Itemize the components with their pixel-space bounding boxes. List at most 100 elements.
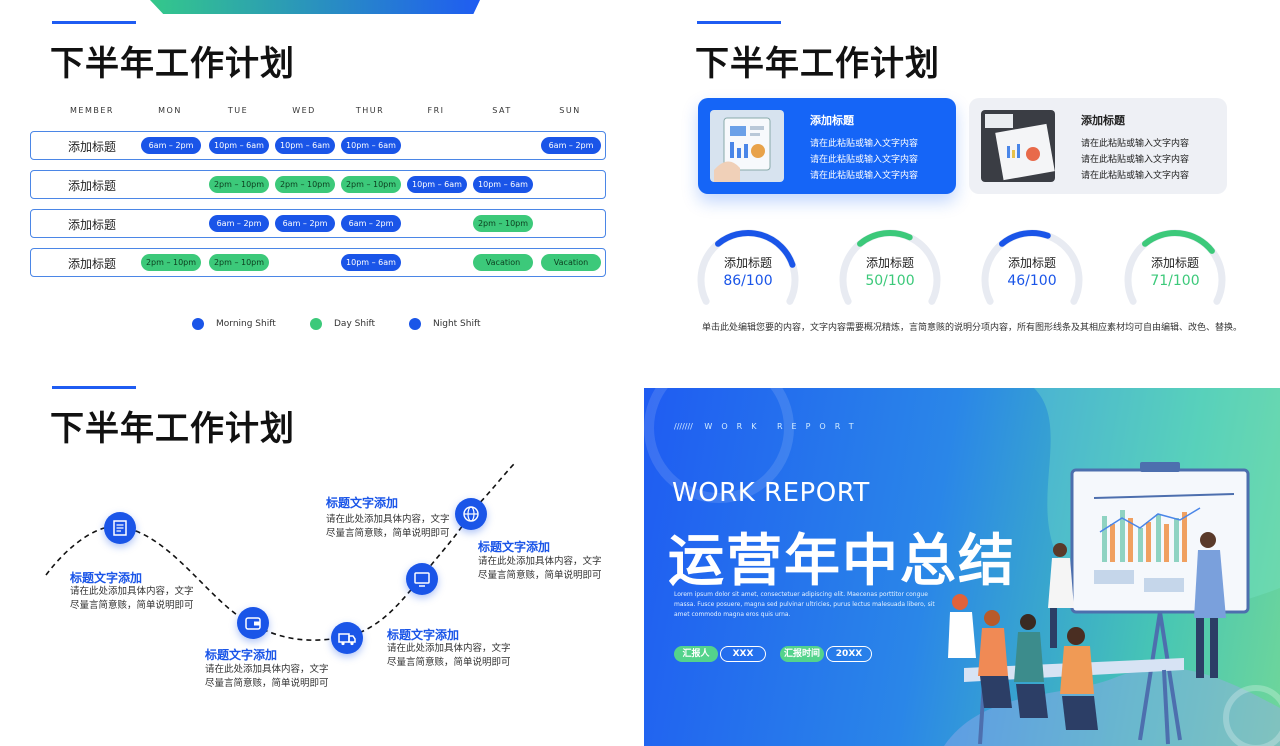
shift-pill[interactable]: 2pm – 10pm — [209, 176, 269, 193]
slash-decoration: /////// — [674, 422, 693, 431]
row-label: 添加标题 — [67, 257, 116, 271]
document-icon — [113, 520, 127, 536]
row-label: 添加标题 — [67, 179, 116, 193]
timeline-slide: 下半年工作计划 标题文字添加 请在此处添加具体内容，文字 尽量言简意赅，简单说明… — [0, 373, 640, 746]
legend-label: Morning Shift — [216, 319, 276, 329]
gauge-fill — [1142, 230, 1215, 254]
day-header-wed: WED — [292, 106, 316, 115]
title-accent-bar — [52, 386, 136, 389]
shift-pill[interactable]: Vacation — [541, 254, 601, 271]
small-label-text: WORK REPORT — [704, 422, 863, 431]
globe-icon — [463, 506, 479, 522]
lorem-paragraph: Lorem ipsum dolor sit amet, consectetuer… — [674, 591, 935, 618]
time-value: 20XX — [826, 646, 872, 662]
timeline-node-3[interactable] — [331, 622, 363, 654]
truck-icon — [338, 633, 356, 646]
page-title: 下半年工作计划 — [50, 409, 295, 449]
timeline-node-2[interactable] — [237, 607, 269, 639]
card-text: 请在此粘贴或输入文字内容 — [1081, 155, 1190, 165]
gauge-title: 添加标题 — [723, 256, 772, 270]
day-header-mon: MON — [158, 106, 182, 115]
timeline-text: 请在此处添加具体内容，文字 — [205, 664, 329, 675]
title-accent-bar — [52, 21, 136, 24]
shift-pill[interactable]: 6am – 2pm — [141, 137, 201, 154]
gauge-title: 添加标题 — [865, 256, 914, 270]
gauge-fill — [715, 230, 796, 268]
title-accent-bar — [697, 21, 781, 24]
timeline-node-4[interactable] — [406, 563, 438, 595]
timeline-text: 请在此处添加具体内容，文字 — [478, 556, 602, 567]
card-text: 请在此粘贴或输入文字内容 — [810, 155, 919, 165]
shift-pill[interactable]: 2pm – 10pm — [275, 176, 335, 193]
card-title: 添加标题 — [1081, 114, 1125, 127]
shift-pill[interactable]: 10pm – 6am — [473, 176, 533, 193]
time-label: 汇报时间 — [780, 646, 824, 662]
row-label: 添加标题 — [67, 218, 116, 232]
reporter-value: XXX — [720, 646, 766, 662]
card-title: 添加标题 — [810, 114, 854, 127]
timeline-title: 标题文字添加 — [478, 540, 551, 554]
progress-slide: 下半年工作计划 添加标题 请在此粘贴或输入文字内容 请在此粘贴或输入文字内容 请… — [640, 0, 1280, 373]
schedule-row[interactable]: 添加标题 2pm – 10pm 2pm – 10pm 10pm – 6am Vacati… — [30, 248, 606, 277]
shift-pill[interactable]: 2pm – 10pm — [341, 176, 401, 193]
timeline-text: 尽量言简意赅，简单说明即可 — [70, 600, 194, 611]
info-card-1[interactable]: 添加标题 请在此粘贴或输入文字内容 请在此粘贴或输入文字内容 请在此粘贴或输入文… — [698, 98, 956, 194]
tablet-chart-image — [710, 110, 784, 182]
day-header-sat: SAT — [492, 106, 512, 115]
english-title: WORK REPORT — [672, 478, 870, 508]
gauge-value: 46/100 — [1007, 273, 1057, 289]
legend-dot — [310, 318, 322, 330]
timeline-text: 请在此处添加具体内容，文字 — [387, 643, 511, 654]
timeline-text: 尽量言简意赅，简单说明即可 — [326, 528, 450, 539]
legend-dot — [192, 318, 204, 330]
monitor-icon — [414, 572, 430, 587]
schedule-row[interactable]: 添加标题 6am – 2pm 6am – 2pm 6am – 2pm 2pm – 10p… — [30, 209, 606, 238]
shift-pill[interactable]: 10pm – 6am — [341, 254, 401, 271]
gauge-value: 50/100 — [865, 273, 915, 289]
shift-pill[interactable]: 2pm – 10pm — [209, 254, 269, 271]
gauge-fill — [999, 230, 1051, 247]
timeline-title: 标题文字添加 — [70, 571, 143, 585]
page-title: 下半年工作计划 — [50, 44, 295, 84]
day-header-fri: FRI — [427, 106, 445, 115]
reporter-label: 汇报人 — [674, 646, 718, 662]
top-accent-shape — [150, 0, 480, 14]
shift-pill[interactable]: 10pm – 6am — [341, 137, 401, 154]
timeline-text: 尽量言简意赅，简单说明即可 — [387, 657, 511, 668]
meeting-illustration — [948, 462, 1250, 745]
shift-pill[interactable]: 6am – 2pm — [275, 215, 335, 232]
shift-pill[interactable]: 6am – 2pm — [341, 215, 401, 232]
info-card-2[interactable]: 添加标题 请在此粘贴或输入文字内容 请在此粘贴或输入文字内容 请在此粘贴或输入文… — [969, 98, 1227, 194]
shift-pill[interactable]: 10pm – 6am — [209, 137, 269, 154]
card-text: 请在此粘贴或输入文字内容 — [810, 171, 919, 181]
gauge-title: 添加标题 — [1007, 256, 1056, 270]
legend-label: Day Shift — [334, 319, 376, 329]
gauge-rings — [697, 229, 1226, 305]
timeline-title: 标题文字添加 — [387, 628, 460, 642]
schedule-row[interactable]: 添加标题 2pm – 10pm 2pm – 10pm 2pm – 10pm 10pm –… — [30, 170, 606, 199]
shift-pill[interactable]: 2pm – 10pm — [141, 254, 201, 271]
gauge-value: 86/100 — [723, 273, 773, 289]
cover-slide: /////// WORK REPORT WORK REPORT 运营年中总结 L… — [644, 388, 1280, 746]
gauge-fill — [857, 230, 913, 247]
timeline-node-5[interactable] — [455, 498, 487, 530]
shift-pill[interactable]: 10pm – 6am — [407, 176, 467, 193]
card-text: 请在此粘贴或输入文字内容 — [1081, 139, 1190, 149]
day-header-tue: TUE — [227, 106, 249, 115]
documents-chart-image — [981, 110, 1055, 182]
day-header-sun: SUN — [559, 106, 581, 115]
page-title: 下半年工作计划 — [695, 44, 940, 84]
gauge-title: 添加标题 — [1150, 256, 1199, 270]
timeline-node-1[interactable] — [104, 512, 136, 544]
timeline-title: 标题文字添加 — [326, 496, 399, 510]
shift-pill[interactable]: 6am – 2pm — [209, 215, 269, 232]
shift-pill[interactable]: Vacation — [473, 254, 533, 271]
shift-pill[interactable]: 2pm – 10pm — [473, 215, 533, 232]
gauge-description: 单击此处编辑您要的内容，文字内容需要概况精炼，言简意赅的说明分项内容，所有图形线… — [702, 323, 1243, 333]
shift-pill[interactable]: 6am – 2pm — [541, 137, 601, 154]
gauge-value: 71/100 — [1150, 273, 1200, 289]
shift-pill[interactable]: 10pm – 6am — [275, 137, 335, 154]
card-text: 请在此粘贴或输入文字内容 — [1081, 171, 1190, 181]
